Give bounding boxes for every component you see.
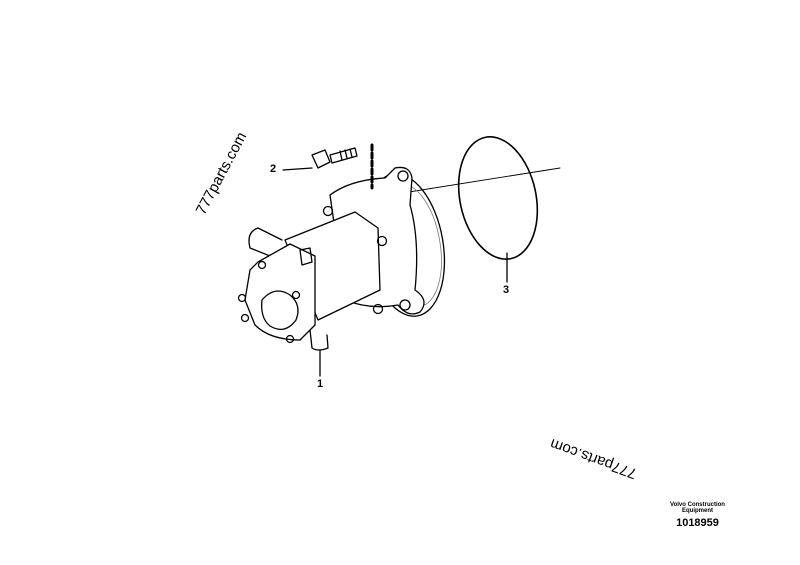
- brand-block: Volvo Construction Equipment 1018959: [640, 502, 755, 529]
- drawing-number: 1018959: [676, 517, 719, 529]
- callout-1: 1: [317, 378, 324, 390]
- brand-line-1: Volvo Construction: [670, 502, 725, 508]
- o-ring: [457, 136, 539, 260]
- callout-3: 3: [503, 284, 510, 296]
- callout-2: 2: [270, 163, 277, 175]
- brand-line-2: Equipment: [682, 508, 713, 514]
